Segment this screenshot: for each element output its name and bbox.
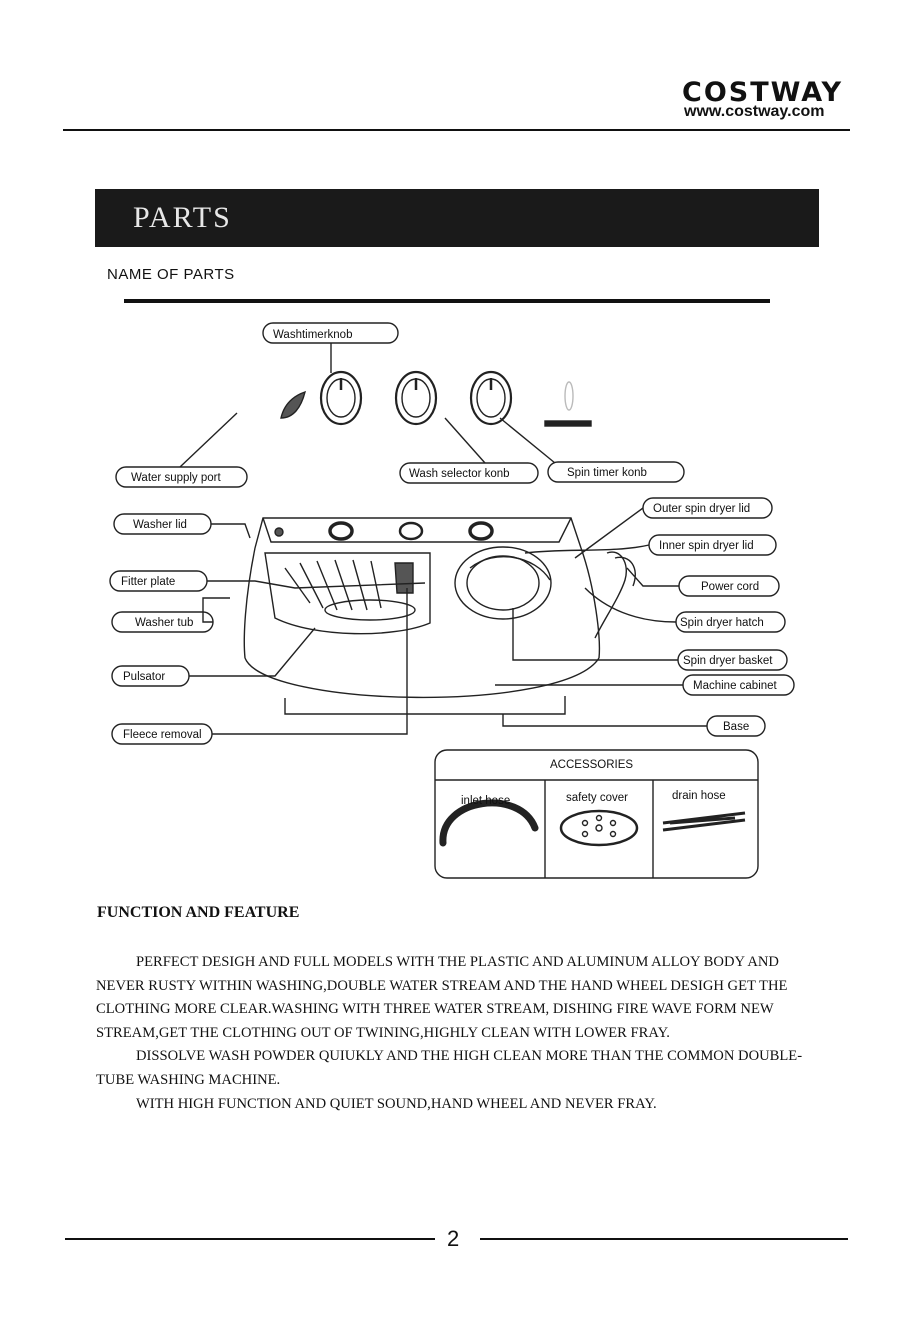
accessory-safety-cover: safety cover [566,792,628,804]
label-base: Base [723,721,749,733]
section-title: PARTS [133,201,232,234]
website-url: www.costway.com [684,103,825,120]
spin-timer-knob-icon [469,370,513,426]
label-pulsator: Pulsator [123,671,165,683]
feature-body: PERFECT DESIGH AND FULL MODELS WITH THE … [96,951,831,1116]
parts-diagram: Washtimerknob Water supply port Wash sel… [109,322,795,879]
label-spin-dryer-basket: Spin dryer basket [683,655,773,667]
label-power-cord: Power cord [701,581,759,593]
label-outer-spin-dryer-lid: Outer spin dryer lid [653,503,750,515]
feature-title: FUNCTION AND FEATURE [97,904,300,921]
label-fleece-removal: Fleece removal [123,729,202,741]
footer-rule-left [65,1238,435,1240]
accessory-drain-hose: drain hose [672,790,726,802]
label-washer-tub: Washer tub [135,617,193,629]
label-inner-spin-dryer-lid: Inner spin dryer lid [659,540,754,552]
page-number: 2 [447,1226,460,1251]
inlet-hose-icon [439,799,539,847]
program-badge [544,420,592,427]
safety-cover-icon [559,809,639,847]
subheading-rule [124,299,770,303]
label-machine-cabinet: Machine cabinet [693,680,778,692]
leaf-icon [280,390,306,419]
accessory-inlet-hose: inlet hose [461,795,510,807]
indicator-icon [564,381,574,411]
label-wash-selector-knob: Wash selector konb [409,468,510,480]
feature-paragraph-1: PERFECT DESIGH AND FULL MODELS WITH THE … [96,954,788,1041]
label-fitter-plate: Fitter plate [121,576,175,588]
feature-paragraph-3: WITH HIGH FUNCTION AND QUIET SOUND,HAND … [136,1095,657,1112]
feature-paragraph-2: DISSOLVE WASH POWDER QUIUKLY AND THE HIG… [96,1048,803,1088]
section-banner: PARTS [95,189,819,247]
label-wash-timer-knob: Washtimerknob [273,329,352,341]
label-water-supply-port: Water supply port [131,472,221,484]
label-spin-timer-knob: Spin timer konb [567,467,647,479]
brand-logo: COSTWAY [682,77,844,108]
accessories-title: ACCESSORIES [550,759,633,771]
label-spin-dryer-hatch: Spin dryer hatch [680,617,764,629]
subheading: NAME OF PARTS [107,266,235,283]
wash-timer-knob-icon [319,370,363,426]
footer-rule-right [480,1238,848,1240]
label-washer-lid: Washer lid [133,519,187,531]
drain-hose-icon [662,811,746,832]
wash-selector-knob-icon [394,370,438,426]
header-rule [63,129,850,131]
accessories-box [434,749,759,879]
